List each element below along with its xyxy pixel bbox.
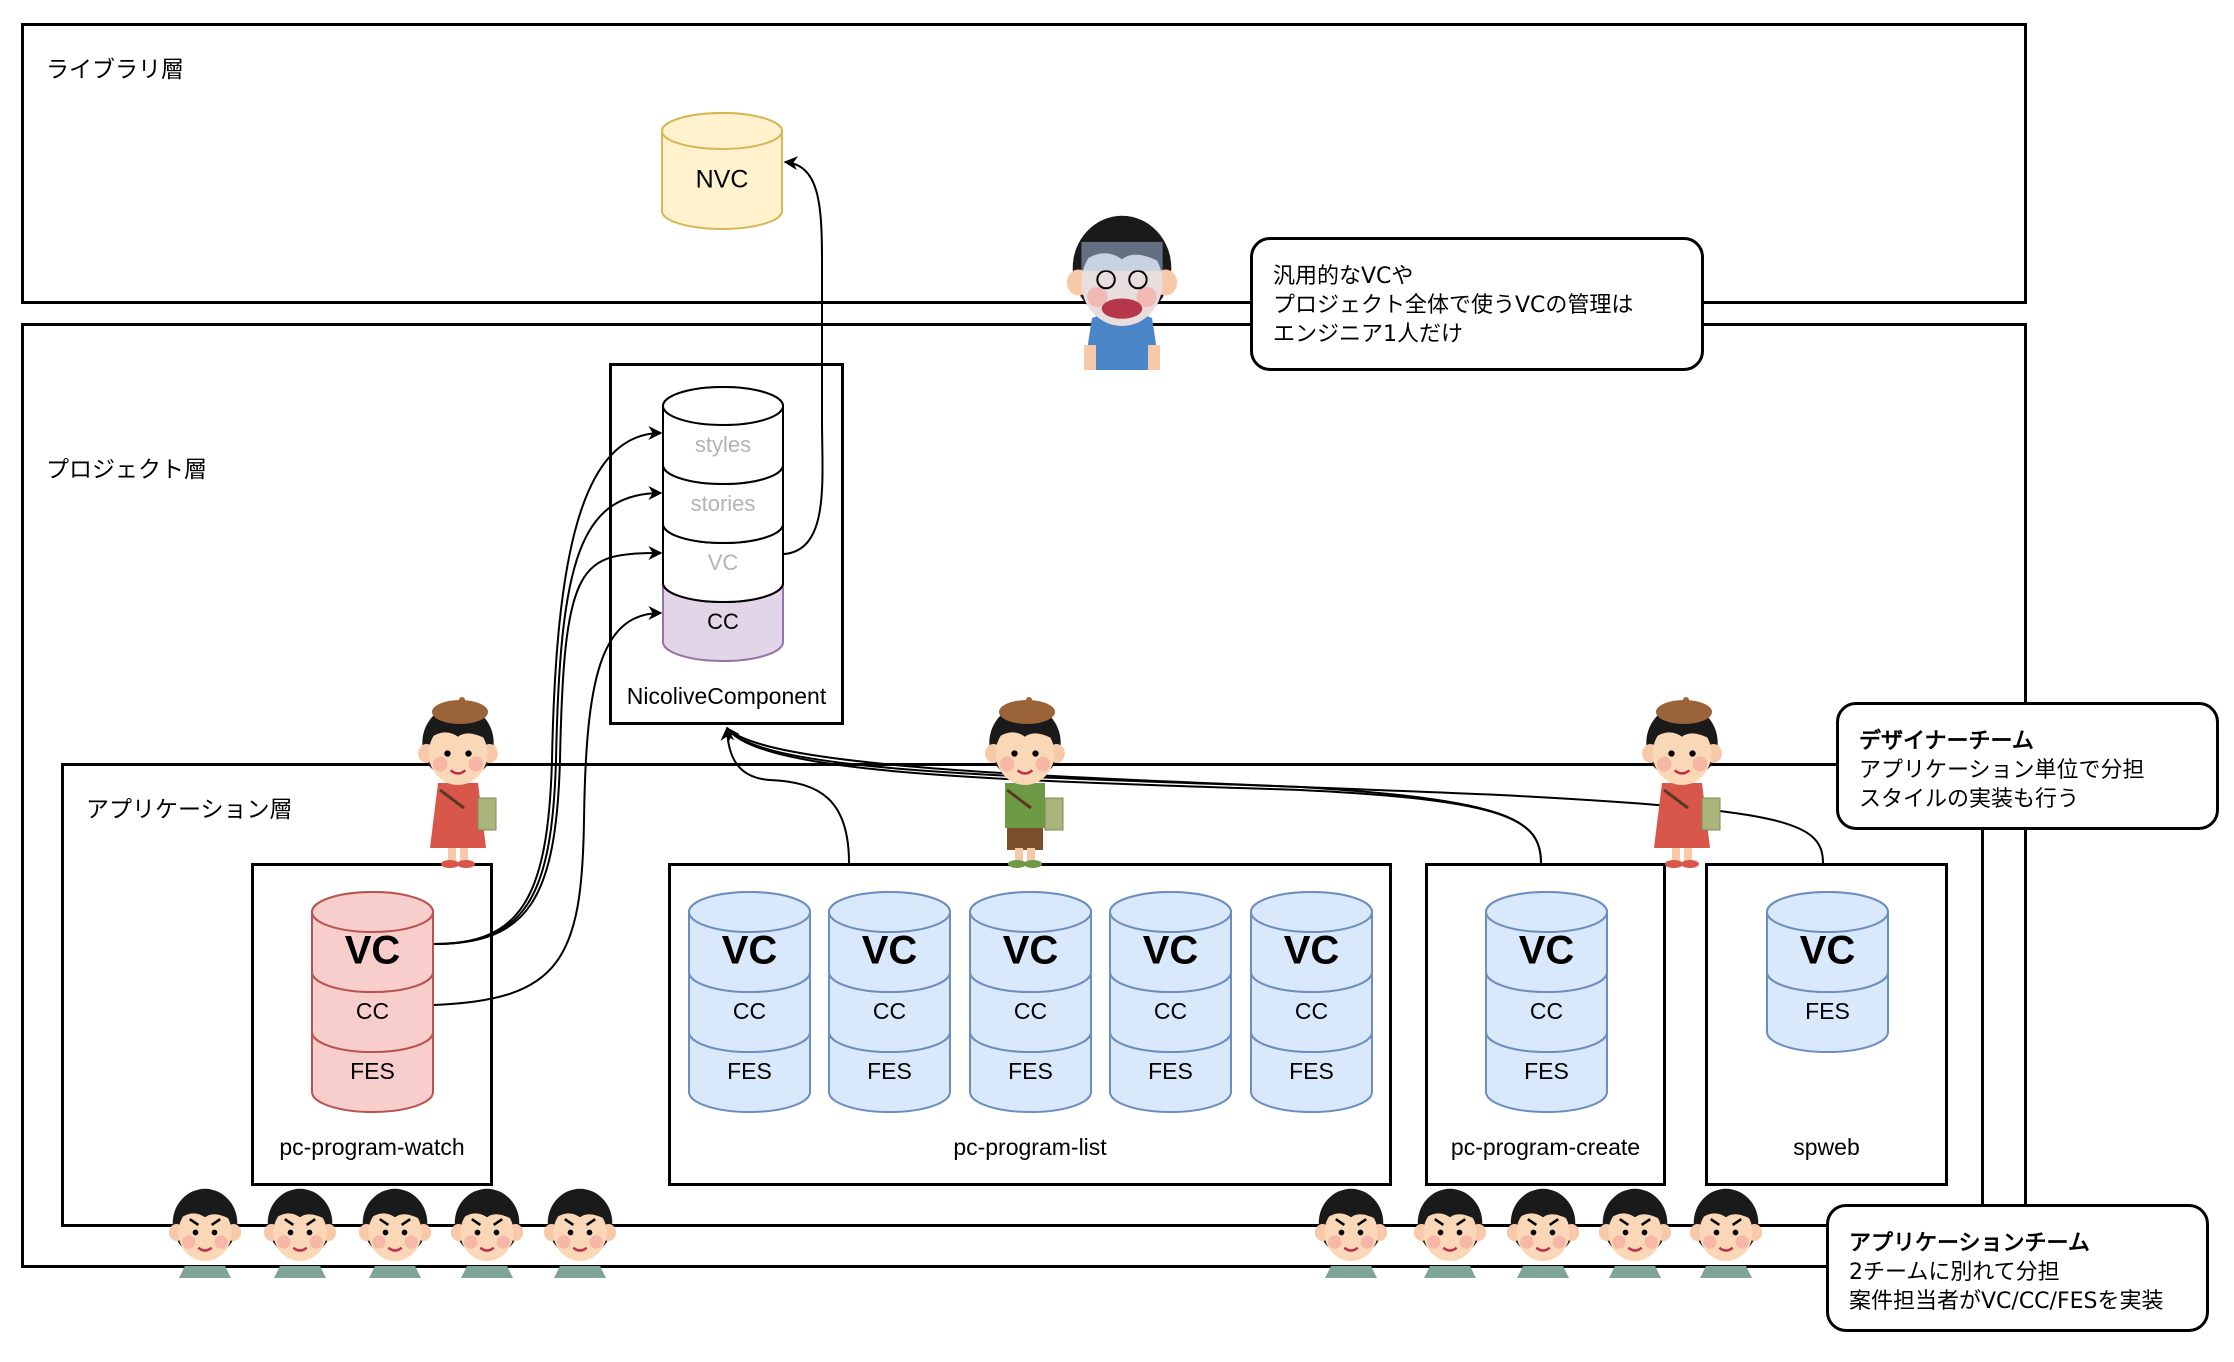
cylinder-segment-label: VC — [722, 929, 778, 973]
project-layer-label: プロジェクト層 — [46, 457, 207, 483]
cylinder-segment-label: FES — [867, 1058, 912, 1084]
application-team-line: 2チームに別れて分担 — [1849, 1260, 2060, 1285]
connector-nc-vc-to-nvc — [783, 156, 824, 555]
stressed-engineer-icon — [1066, 215, 1178, 370]
connector-create-to-nc — [726, 726, 1542, 864]
cylinder-top — [311, 891, 434, 933]
app-team-member-icon — [1689, 1188, 1763, 1278]
cylinder-segment-label: FES — [1008, 1058, 1053, 1084]
app-team-member-icon — [1598, 1188, 1672, 1278]
app-team-member-icon — [543, 1188, 617, 1278]
nicolive-component-label: NicoliveComponent — [626, 683, 827, 709]
cylinder-segment-label: CC — [733, 998, 766, 1024]
nvc-cylinder[interactable]: NVC — [661, 112, 783, 230]
engineer-callout-line: プロジェクト全体で使うVCの管理は — [1273, 293, 1634, 318]
app-name-label: spweb — [1793, 1134, 1860, 1160]
app-cylinder-pc-program-list[interactable]: FES CC VC — [1109, 891, 1232, 1113]
cylinder-top — [1250, 891, 1373, 933]
designer-team-callout: デザイナーチーム アプリケーション単位で分担 スタイルの実装も行う — [1836, 702, 2219, 830]
cylinder-segment-label: VC — [708, 550, 739, 575]
app-cylinders: FES CC VC FES CC VC FES CC VC FES CC VC FES CC VC FES CC… — [311, 891, 1889, 1113]
app-cylinder-pc-program-watch[interactable]: FES CC VC — [311, 891, 434, 1113]
connector-watch-vc-to-nc — [433, 426, 663, 945]
engineer-callout-line: 汎用的なVCや — [1273, 264, 1414, 289]
designer-team-line: スタイルの実装も行う — [1859, 787, 2080, 812]
cylinder-top — [1109, 891, 1232, 933]
app-team-member-icon — [1506, 1188, 1580, 1278]
application-team-callout: アプリケーションチーム 2チームに別れて分担 案件担当者がVC/CC/FESを実… — [1826, 1204, 2209, 1332]
designer-team-line: アプリケーション単位で分担 — [1859, 758, 2145, 783]
cylinder-segment-label: CC — [707, 609, 739, 634]
cylinder-top — [969, 891, 1092, 933]
engineer-callout: 汎用的なVCや プロジェクト全体で使うVCの管理は エンジニア1人だけ — [1250, 237, 1704, 371]
app-team-member-icon — [1314, 1188, 1388, 1278]
app-team-member-icon — [450, 1188, 524, 1278]
cylinder-top — [688, 891, 811, 933]
connector-list-to-nc — [720, 726, 850, 864]
female-designer-icon — [418, 697, 498, 868]
cylinder-segment-label: FES — [350, 1058, 395, 1084]
cylinder-segment-label: stories — [691, 491, 756, 516]
application-layer-label: アプリケーション層 — [86, 797, 293, 823]
connector-create-to-nc-2 — [726, 727, 1542, 864]
cylinder-segment-label: VC — [1800, 929, 1856, 973]
cylinder-top — [1485, 891, 1608, 933]
nicolive-stack[interactable]: CC VC stories styles — [662, 386, 784, 662]
designer-team-title: デザイナーチーム — [1859, 729, 2034, 754]
cylinder-segment-label: CC — [1295, 998, 1328, 1024]
connectors — [433, 156, 1824, 1006]
app-name-label: pc-program-create — [1450, 1134, 1641, 1160]
cylinder-segment-label: CC — [1154, 998, 1187, 1024]
cylinder-segment-label: VC — [345, 929, 401, 973]
app-name-label: pc-program-list — [953, 1134, 1107, 1160]
library-layer-label: ライブラリ層 — [46, 57, 184, 83]
cylinder-segment-label: CC — [873, 998, 906, 1024]
library-layer: ライブラリ層 — [21, 23, 2027, 304]
application-team-line: 案件担当者がVC/CC/FESを実装 — [1849, 1289, 2164, 1314]
cylinder-segment-label: FES — [727, 1058, 772, 1084]
application-team-title: アプリケーションチーム — [1849, 1231, 2090, 1256]
cylinder-segment-label: CC — [1014, 998, 1047, 1024]
app-cylinder-pc-program-create[interactable]: FES CC VC — [1485, 891, 1608, 1113]
cylinder-segment-label: VC — [1519, 929, 1575, 973]
cylinder-top — [1766, 891, 1889, 933]
app-team-member-icon — [263, 1188, 337, 1278]
cylinder-segment-label: VC — [1003, 929, 1059, 973]
cylinder-segment-label: VC — [862, 929, 918, 973]
cylinder-segment-label: FES — [1805, 998, 1850, 1024]
app-cylinder-pc-program-list[interactable]: FES CC VC — [969, 891, 1092, 1113]
connector-watch-vc-to-nc — [433, 546, 663, 945]
app-cylinder-pc-program-list[interactable]: FES CC VC — [688, 891, 811, 1113]
cylinder-segment-label: styles — [695, 432, 751, 457]
cylinder-top — [661, 112, 783, 150]
connector-watch-vc-to-nc — [433, 486, 663, 945]
connector-watch-cc-to-nc-cc — [433, 606, 663, 1006]
engineer-callout-line: エンジニア1人だけ — [1273, 322, 1463, 347]
people — [168, 215, 1763, 1278]
app-team-member-icon — [168, 1188, 242, 1278]
cylinder-segment-label: VC — [1284, 929, 1340, 973]
nicolive-component-cylinder[interactable]: CC VC stories styles — [662, 386, 784, 662]
cylinder-segment-label: NVC — [696, 166, 749, 194]
app-name-label: pc-program-watch — [279, 1134, 465, 1160]
cylinder-segment-label: CC — [1530, 998, 1563, 1024]
cylinder-segment-label: VC — [1143, 929, 1199, 973]
cylinder-segment-label: FES — [1289, 1058, 1334, 1084]
female-designer-icon — [1642, 697, 1722, 868]
app-cylinder-pc-program-list[interactable]: FES CC VC — [1250, 891, 1373, 1113]
app-cylinder-spweb[interactable]: FES VC — [1766, 891, 1889, 1053]
cylinder-segment-label: FES — [1148, 1058, 1193, 1084]
cylinder-top — [662, 386, 784, 426]
app-team-member-icon — [1413, 1188, 1487, 1278]
nvc-cylinder-body[interactable]: NVC — [661, 112, 783, 230]
cylinder-top — [828, 891, 951, 933]
connector-spweb-to-nc — [726, 727, 1824, 864]
app-team-member-icon — [358, 1188, 432, 1278]
cylinder-segment-label: FES — [1524, 1058, 1569, 1084]
cylinder-segment-label: CC — [356, 998, 389, 1024]
app-cylinder-pc-program-list[interactable]: FES CC VC — [828, 891, 951, 1113]
male-designer-icon — [985, 697, 1065, 868]
